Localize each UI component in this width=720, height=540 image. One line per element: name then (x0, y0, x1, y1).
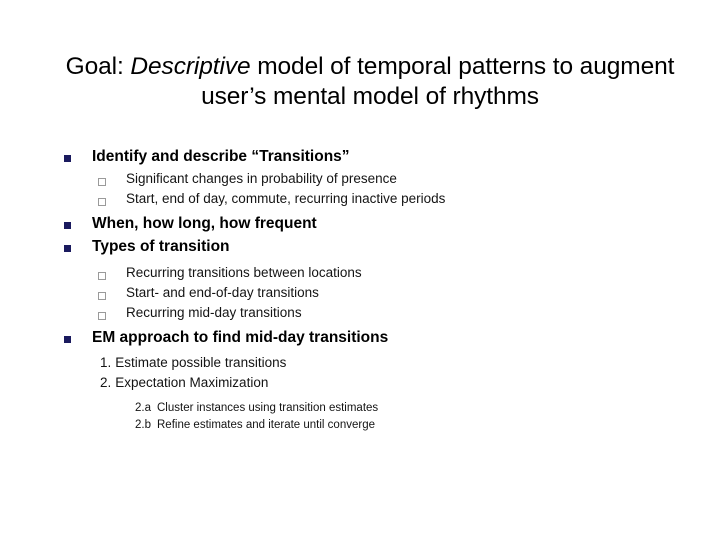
outline-item-level1: Identify and describe “Transitions” (64, 148, 664, 171)
outline-item-label: Types of transition (92, 238, 230, 255)
outline-item-label: Estimate possible transitions (115, 355, 287, 370)
outline-item-label: Refine estimates and iterate until conve… (157, 419, 375, 431)
outline-item-level2: Significant changes in probability of pr… (64, 171, 664, 191)
outline-item-number: 2.b (135, 419, 151, 431)
outline-item-subnumbered: 2.b Refine estimates and iterate until c… (64, 416, 664, 433)
outline-item-number: 2. (100, 375, 112, 390)
slide-title: Goal: Descriptive model of temporal patt… (60, 52, 680, 112)
outline-item-label: Identify and describe “Transitions” (92, 148, 350, 165)
outline-item-level1: When, how long, how frequent (64, 215, 664, 238)
outline-item-label: Significant changes in probability of pr… (126, 171, 397, 186)
slide-title-emphasis: Descriptive (130, 53, 251, 80)
outline-item-level2: Recurring transitions between locations (64, 265, 664, 285)
hollow-square-bullet-icon (98, 191, 126, 209)
outline-item-label: Cluster instances using transition estim… (157, 402, 379, 414)
outline-item-level2: Start, end of day, commute, recurring in… (64, 191, 664, 211)
outline-item-subnumbered: 2.a Cluster instances using transition e… (64, 399, 664, 416)
hollow-square-bullet-icon (98, 305, 126, 323)
outline-item-label: When, how long, how frequent (92, 215, 317, 232)
slide-title-suffix: model of temporal patterns to augment us… (201, 53, 675, 110)
filled-square-bullet-icon (64, 329, 92, 348)
hollow-square-bullet-icon (98, 285, 126, 303)
outline-item-level2: Start- and end-of-day transitions (64, 285, 664, 305)
outline-item-level1: EM approach to find mid-day transitions (64, 329, 664, 352)
outline-item-number: 2.a (135, 402, 151, 414)
outline-item-level2: Recurring mid-day transitions (64, 305, 664, 325)
filled-square-bullet-icon (64, 215, 92, 234)
outline-item-level1: Types of transition (64, 238, 664, 261)
outline-item-label: EM approach to find mid-day transitions (92, 329, 389, 346)
outline-item-label: Start, end of day, commute, recurring in… (126, 191, 446, 206)
outline-item-numbered: 2. Expectation Maximization (64, 372, 664, 392)
slide-body-outline: Identify and describe “Transitions” Sign… (64, 148, 664, 433)
spacer (64, 392, 664, 399)
outline-item-numbered: 1. Estimate possible transitions (64, 352, 664, 372)
outline-item-label: Expectation Maximization (115, 375, 269, 390)
hollow-square-bullet-icon (98, 171, 126, 189)
filled-square-bullet-icon (64, 238, 92, 257)
slide-title-prefix: Goal: (65, 53, 131, 80)
outline-item-label: Recurring mid-day transitions (126, 305, 302, 320)
outline-item-label: Start- and end-of-day transitions (126, 285, 319, 300)
outline-item-label: Recurring transitions between locations (126, 265, 362, 280)
outline-item-number: 1. (100, 355, 112, 370)
filled-square-bullet-icon (64, 148, 92, 167)
hollow-square-bullet-icon (98, 265, 126, 283)
